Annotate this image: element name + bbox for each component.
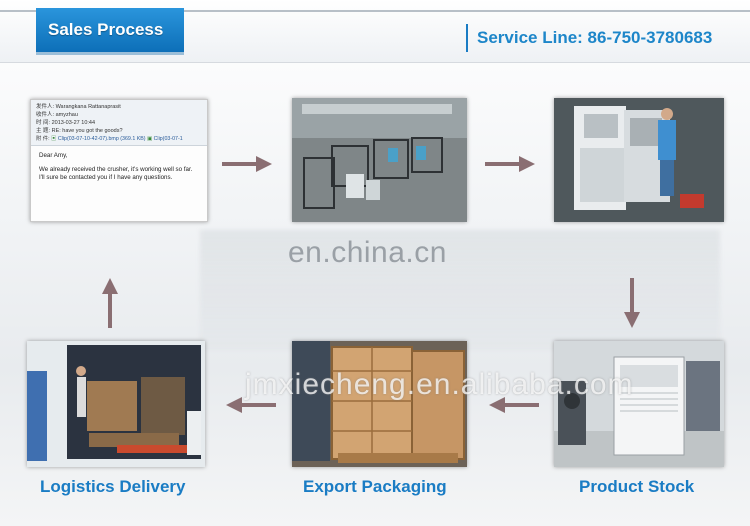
email-to-row: 收件人: amyzhau (36, 112, 78, 118)
service-divider (466, 24, 468, 52)
truck-illustration (27, 341, 205, 467)
email-time-row: 时 间: 2013-03-27 10:44 (36, 120, 96, 126)
arrow-down-icon (624, 278, 640, 328)
header-bar: Sales Process Service Line: 86-750-37806… (0, 0, 750, 63)
label-logistics-delivery: Logistics Delivery (40, 477, 186, 496)
email-message: We already received the crusher, it's wo… (39, 166, 193, 181)
watermark-en-china: en.china.cn (288, 236, 447, 269)
email-greeting: Dear Amy, (39, 152, 68, 159)
email-body: Dear Amy, We already received the crushe… (31, 146, 207, 194)
factory-production-photo (292, 98, 467, 222)
inspection-illustration (554, 98, 724, 222)
container-loading-photo (27, 341, 205, 467)
wooden-crate-photo (292, 341, 467, 467)
label-product-stock: Product Stock (579, 477, 695, 496)
chiller-inspection-photo (554, 98, 724, 222)
watermark-alibaba: jmxiecheng.en.alibaba.com (245, 368, 634, 401)
service-line: Service Line: 86-750-3780683 (477, 28, 713, 47)
sales-process-tab: Sales Process (36, 8, 184, 55)
header-rule (0, 10, 750, 12)
arrow-left-icon (226, 397, 276, 413)
arrow-right-icon (485, 156, 535, 172)
crate-illustration (292, 341, 467, 467)
email-from-row: 发件人: Warangkana Rattanaprasit (36, 104, 121, 110)
product-stock-photo (554, 341, 724, 467)
customer-email-screenshot: 发件人: Warangkana Rattanaprasit 收件人: amyzh… (30, 99, 208, 222)
factory-backdrop (200, 230, 720, 350)
factory-illustration (292, 98, 467, 222)
attachment-icon: ▣ (147, 136, 153, 142)
email-subject-row: 主 题: RE: have you got the goods? (36, 128, 123, 134)
email-header: 发件人: Warangkana Rattanaprasit 收件人: amyzh… (31, 100, 207, 146)
arrow-left-icon (489, 397, 539, 413)
stock-illustration (554, 341, 724, 467)
arrow-right-icon (222, 156, 272, 172)
attachment-icon: ▣ (51, 136, 57, 142)
arrow-up-icon (102, 278, 118, 328)
email-attachments-row: 附 件: ▣ Clip(03-07-10-42-07).bmp (369.1 K… (36, 136, 183, 142)
label-export-packaging: Export Packaging (303, 477, 447, 496)
